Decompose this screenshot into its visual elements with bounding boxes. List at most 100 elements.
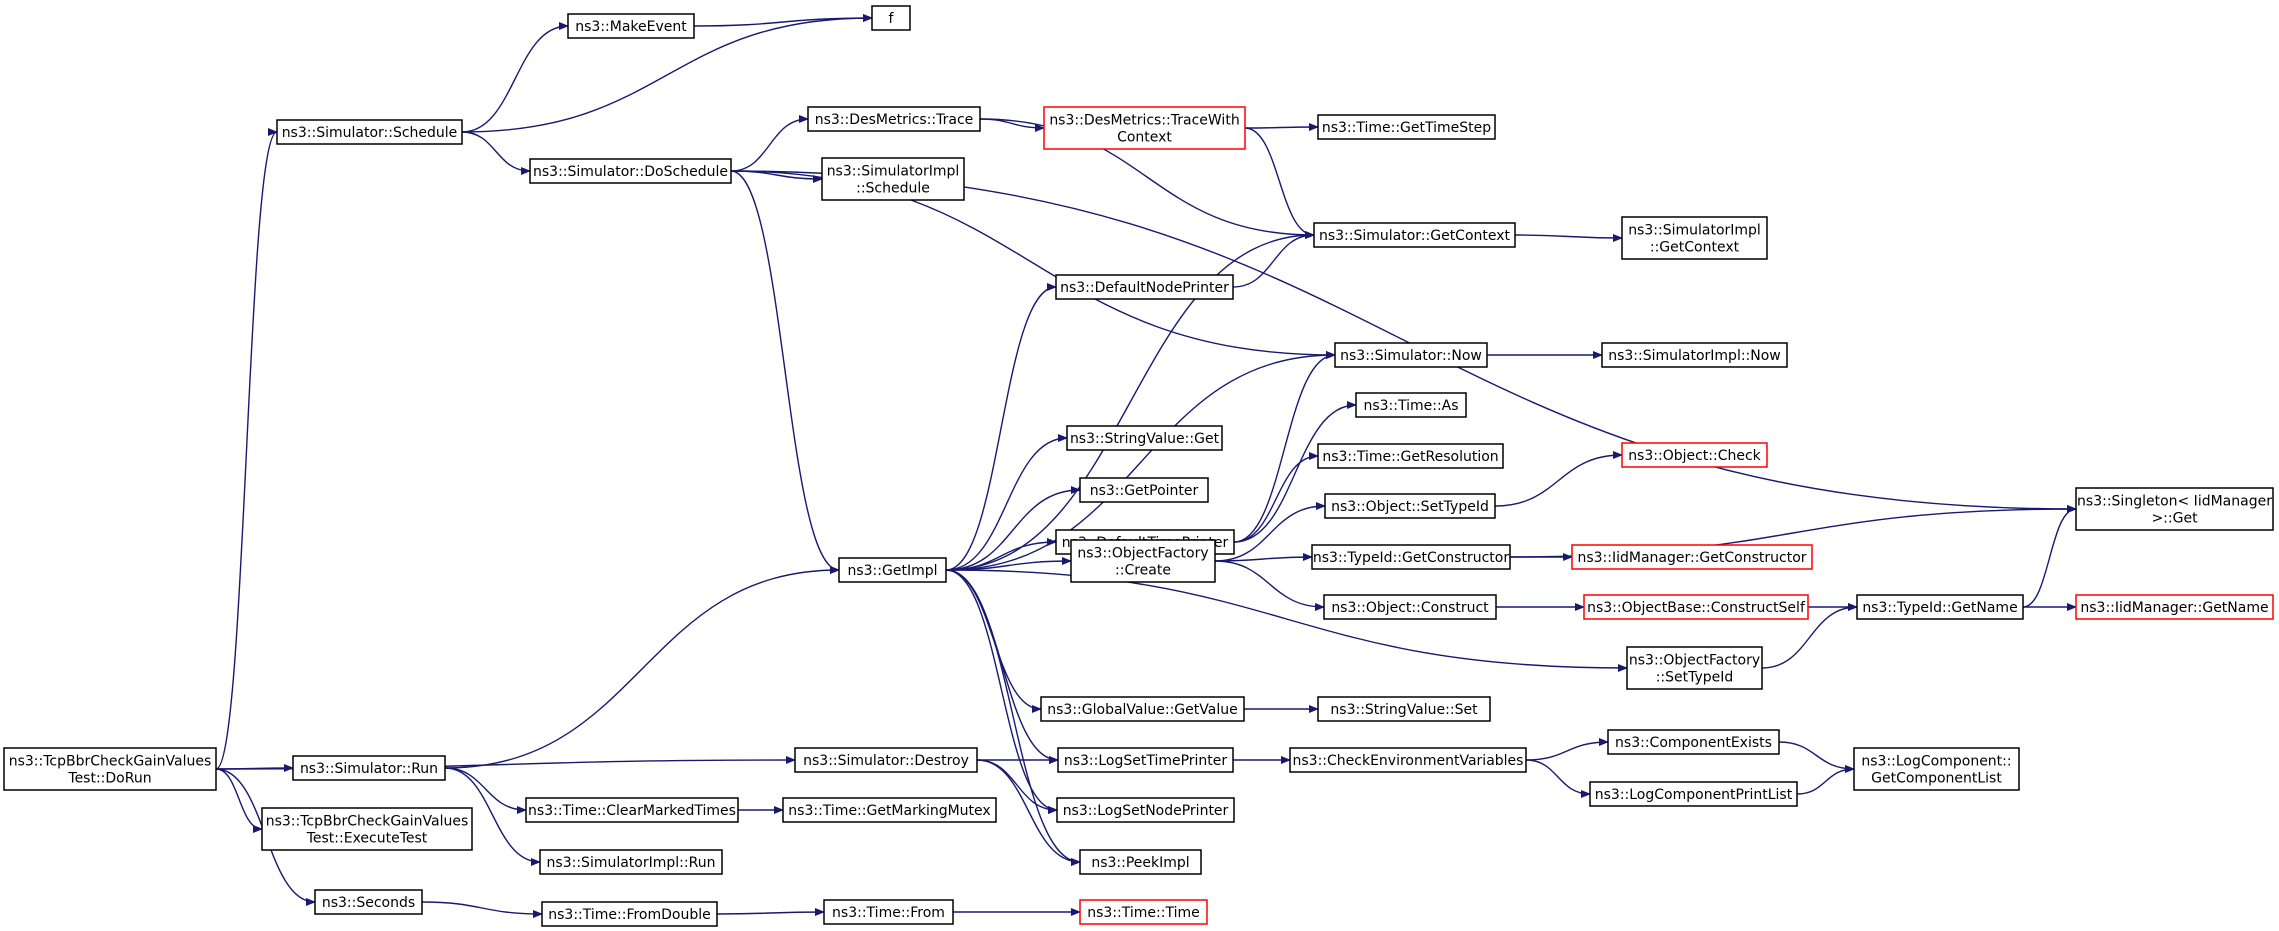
node-label: ns3::Singleton< IidManager bbox=[2077, 494, 2272, 510]
node-box bbox=[1066, 425, 1223, 451]
node-getimpl[interactable]: ns3::GetImpl bbox=[838, 557, 947, 583]
node-typeidgetconstructor[interactable]: ns3::TypeId::GetConstructor bbox=[1311, 544, 1511, 570]
node-simimplnow[interactable]: ns3::SimulatorImpl::Now bbox=[1601, 342, 1788, 368]
node-iidgetconstructor[interactable]: ns3::IidManager::GetConstructor bbox=[1571, 544, 1813, 570]
node-logcomponentlist[interactable]: ns3::LogComponent::GetComponentList bbox=[1853, 747, 2020, 791]
node-box bbox=[261, 807, 473, 851]
node-timetime[interactable]: ns3::Time::Time bbox=[1079, 899, 1208, 925]
node-label: ns3::GlobalValue::GetValue bbox=[1047, 702, 1237, 718]
node-label: ns3::SimulatorImpl bbox=[827, 164, 960, 180]
edge-root-to-executetest bbox=[215, 768, 263, 833]
node-typeidgetname[interactable]: ns3::TypeId::GetName bbox=[1856, 594, 2024, 620]
node-makeevent[interactable]: ns3::MakeEvent bbox=[567, 13, 695, 39]
node-stringvalueset[interactable]: ns3::StringValue::Set bbox=[1317, 696, 1491, 722]
node-box bbox=[1571, 544, 1813, 570]
node-getpointer[interactable]: ns3::GetPointer bbox=[1079, 477, 1209, 503]
node-f[interactable]: f bbox=[871, 5, 911, 31]
node-executetest[interactable]: ns3::TcpBbrCheckGainValuesTest::ExecuteT… bbox=[261, 807, 473, 851]
node-label: ns3::Time::GetTimeStep bbox=[1322, 120, 1491, 136]
edge-getimpl-to-stringvalueget bbox=[945, 434, 1068, 571]
edge-defaulttimeprinter-to-timeas bbox=[1233, 401, 1357, 543]
node-destroy[interactable]: ns3::Simulator::Destroy bbox=[794, 747, 978, 773]
node-logsetnodeprinter[interactable]: ns3::LogSetNodePrinter bbox=[1056, 797, 1235, 823]
node-objfactorycreate[interactable]: ns3::ObjectFactory::Create bbox=[1070, 539, 1216, 583]
edge-checkenv-to-logcomponentprintlist bbox=[1525, 759, 1591, 798]
node-peekimpl[interactable]: ns3::PeekImpl bbox=[1079, 849, 1202, 875]
node-simimplschedule[interactable]: ns3::SimulatorImpl::Schedule bbox=[821, 157, 965, 201]
edge-schedule-to-f bbox=[461, 14, 873, 133]
node-box bbox=[1334, 342, 1488, 368]
node-box bbox=[782, 797, 997, 823]
node-objectcheck[interactable]: ns3::Object::Check bbox=[1621, 442, 1768, 468]
node-box bbox=[838, 557, 947, 583]
node-label: Context bbox=[1117, 130, 1172, 146]
node-box bbox=[1324, 493, 1496, 519]
node-stringvalueget[interactable]: ns3::StringValue::Get bbox=[1066, 425, 1223, 451]
node-fromdouble[interactable]: ns3::Time::FromDouble bbox=[541, 901, 718, 927]
node-logsettimeprinter[interactable]: ns3::LogSetTimePrinter bbox=[1057, 747, 1234, 773]
node-label: ns3::Time::Time bbox=[1087, 905, 1199, 921]
node-label: ns3::Object::SetTypeId bbox=[1331, 499, 1489, 515]
edge-objfactorycreate-to-typeidgetconstructor bbox=[1214, 553, 1313, 562]
node-label: ns3::Time::FromDouble bbox=[548, 907, 711, 923]
edge-doschedule-to-singleton bbox=[730, 170, 2077, 513]
edge-tracewith-to-getcontext bbox=[1244, 127, 1315, 239]
node-box bbox=[1079, 477, 1209, 503]
node-label: ns3::DesMetrics::Trace bbox=[815, 112, 974, 128]
edge-seconds-to-fromdouble bbox=[421, 901, 543, 918]
node-label: ns3::Time::ClearMarkedTimes bbox=[528, 803, 736, 819]
node-clearmarkedtimes[interactable]: ns3::Time::ClearMarkedTimes bbox=[525, 797, 739, 823]
node-label: ns3::StringValue::Set bbox=[1330, 702, 1478, 718]
node-timefrom[interactable]: ns3::Time::From bbox=[823, 899, 954, 925]
node-seconds[interactable]: ns3::Seconds bbox=[314, 889, 423, 915]
node-componentexists[interactable]: ns3::ComponentExists bbox=[1607, 729, 1780, 755]
node-doschedule[interactable]: ns3::Simulator::DoSchedule bbox=[529, 158, 732, 184]
node-box bbox=[1626, 646, 1763, 690]
node-label: ns3::Simulator::DoSchedule bbox=[533, 164, 728, 180]
edge-objfactorycreate-to-objectconstruct bbox=[1214, 560, 1325, 611]
node-constructself[interactable]: ns3::ObjectBase::ConstructSelf bbox=[1583, 594, 1809, 620]
node-box bbox=[1601, 342, 1788, 368]
edge-getimpl-to-peekimpl bbox=[945, 569, 1081, 866]
node-box bbox=[2075, 487, 2274, 531]
node-now[interactable]: ns3::Simulator::Now bbox=[1334, 342, 1488, 368]
edge-getimpl-to-defaultnodeprinter bbox=[945, 283, 1057, 571]
node-objfactorysettypeid[interactable]: ns3::ObjectFactory::SetTypeId bbox=[1626, 646, 1763, 690]
node-gettimestep[interactable]: ns3::Time::GetTimeStep bbox=[1317, 114, 1496, 140]
node-box bbox=[823, 899, 954, 925]
node-defaultnodeprinter[interactable]: ns3::DefaultNodePrinter bbox=[1055, 274, 1234, 300]
node-logcomponentprintlist[interactable]: ns3::LogComponentPrintList bbox=[1589, 781, 1798, 807]
node-getmarkingmutex[interactable]: ns3::Time::GetMarkingMutex bbox=[782, 797, 997, 823]
node-label: ns3::DefaultNodePrinter bbox=[1060, 280, 1229, 296]
node-label: ns3::Simulator::GetContext bbox=[1319, 228, 1511, 244]
node-checkenv[interactable]: ns3::CheckEnvironmentVariables bbox=[1289, 747, 1527, 773]
node-label: ns3::ObjectFactory bbox=[1077, 546, 1208, 562]
node-schedule[interactable]: ns3::Simulator::Schedule bbox=[276, 119, 463, 145]
node-label: Test::ExecuteTest bbox=[306, 831, 428, 847]
node-iidgetname[interactable]: ns3::IidManager::GetName bbox=[2075, 594, 2274, 620]
edge-doschedule-to-getimpl bbox=[730, 170, 840, 574]
node-box bbox=[314, 889, 423, 915]
edge-getimpl-to-getcontext bbox=[945, 231, 1315, 571]
node-label: ns3::Object::Check bbox=[1628, 448, 1761, 464]
node-simimplrun[interactable]: ns3::SimulatorImpl::Run bbox=[539, 849, 723, 875]
node-label: ns3::MakeEvent bbox=[575, 19, 687, 35]
node-box bbox=[807, 106, 981, 132]
node-singleton[interactable]: ns3::Singleton< IidManager >::Get bbox=[2075, 487, 2274, 531]
node-timeas[interactable]: ns3::Time::As bbox=[1355, 392, 1467, 418]
node-label: ns3::TcpBbrCheckGainValues bbox=[266, 814, 469, 830]
node-simimplgetcontext[interactable]: ns3::SimulatorImpl::GetContext bbox=[1621, 216, 1768, 260]
node-run[interactable]: ns3::Simulator::Run bbox=[292, 755, 446, 781]
edge-getimpl-to-getpointer bbox=[945, 486, 1081, 571]
node-objectconstruct[interactable]: ns3::Object::Construct bbox=[1323, 594, 1497, 620]
node-desmetrics[interactable]: ns3::DesMetrics::Trace bbox=[807, 106, 981, 132]
node-globalvalueget[interactable]: ns3::GlobalValue::GetValue bbox=[1040, 696, 1245, 722]
edge-getimpl-to-logsettimeprinter bbox=[945, 569, 1059, 764]
node-box bbox=[871, 5, 911, 31]
node-box bbox=[525, 797, 739, 823]
node-getresolution[interactable]: ns3::Time::GetResolution bbox=[1317, 443, 1504, 469]
node-getcontext[interactable]: ns3::Simulator::GetContext bbox=[1313, 222, 1516, 248]
node-settypeid[interactable]: ns3::Object::SetTypeId bbox=[1324, 493, 1496, 519]
